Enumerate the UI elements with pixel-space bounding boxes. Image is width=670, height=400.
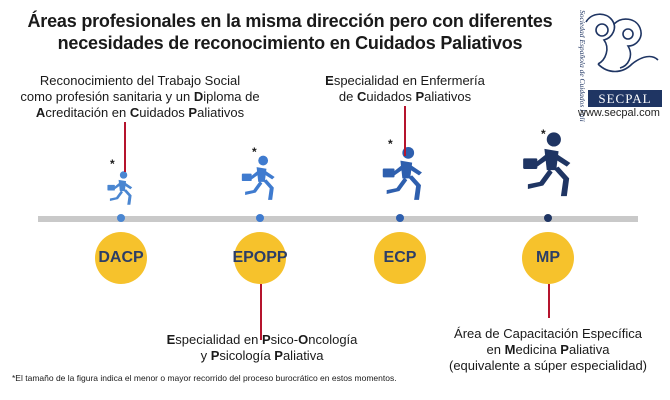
node-label-line: Especialidad en Enfermería (325, 73, 485, 89)
asterisk-mp: * (541, 127, 546, 141)
label-text: (equivalente a súper especialidad) (448, 358, 648, 373)
timeline-dot-epopp (256, 214, 264, 222)
asterisk-dacp: * (110, 157, 115, 171)
label-initial: E (166, 332, 176, 347)
node-label-line: Especialidad en Psico-Oncología (167, 332, 358, 348)
label-text: aliativos (424, 89, 472, 104)
label-initial: C (129, 105, 140, 120)
connector-line-mp (548, 284, 550, 318)
node-label-line: Acreditación en Cuidados Paliativos (20, 105, 259, 121)
label-initial: P (560, 342, 569, 357)
timeline-dot-ecp (396, 214, 404, 222)
label-initial: P (188, 105, 198, 120)
runner-icon-epopp (232, 154, 281, 203)
node-label-line: de Cuidados Paliativos (325, 89, 485, 105)
label-text: specialidad en Enfermería (333, 73, 485, 88)
label-text: Área de Capacitación Específica (454, 326, 642, 341)
timeline-dot-dacp (117, 214, 125, 222)
timeline-bar (38, 216, 638, 222)
node-label-line: Reconocimiento del Trabajo Social (20, 73, 259, 89)
label-text: edicina (515, 342, 561, 357)
node-label-line: como profesión sanitaria y un Diploma de (20, 89, 259, 105)
node-circle-dacp: DACP (95, 232, 147, 284)
node-label-line: y Psicología Paliativa (167, 348, 358, 364)
label-text: como profesión sanitaria y un (20, 89, 194, 104)
label-initial: A (35, 105, 46, 120)
title-line-1: Áreas profesionales en la misma direcció… (27, 11, 553, 31)
label-initial: C (356, 89, 367, 104)
label-text: uidados (366, 89, 416, 104)
logo-figure-1 (585, 13, 616, 65)
label-initial: E (325, 73, 334, 88)
node-circle-epopp: EPOPP (232, 232, 288, 284)
node-label-line: (equivalente a súper especialidad) (449, 358, 647, 374)
label-initial: P (262, 332, 271, 347)
label-text: de (338, 89, 357, 104)
logo-banner (588, 90, 662, 107)
label-text: ncología (308, 332, 358, 347)
label-text: iploma de (203, 89, 260, 104)
label-text: aliativa (282, 348, 324, 363)
label-text: uidados (139, 105, 189, 120)
node-circle-ecp: ECP (374, 232, 426, 284)
timeline-dot-mp (544, 214, 552, 222)
connector-line-dacp (124, 122, 126, 172)
runner-icon-dacp (100, 170, 137, 207)
label-text: sicología (219, 348, 275, 363)
label-initial: P (415, 89, 425, 104)
label-text: creditación en (45, 105, 130, 120)
label-initial: D (193, 89, 204, 104)
label-text: y (200, 348, 211, 363)
label-text: Reconocimiento del Trabajo Social (39, 73, 241, 88)
label-text: specialidad en (175, 332, 262, 347)
runner-icon-ecp (371, 145, 430, 204)
asterisk-epopp: * (252, 145, 257, 159)
label-text: aliativos (197, 105, 245, 120)
asterisk-ecp: * (388, 137, 393, 151)
page-title: Áreas profesionales en la misma direcció… (20, 10, 560, 54)
logo-embrace (597, 55, 659, 73)
footnote: *El tamaño de la figura indica el menor … (12, 373, 397, 383)
connector-line-ecp (404, 106, 406, 156)
node-label-line: Área de Capacitación Específica (449, 326, 647, 342)
title-line-2: necesidades de reconocimiento en Cuidado… (57, 33, 523, 53)
label-initial: P (274, 348, 283, 363)
label-initial: P (210, 348, 220, 363)
label-initial: M (504, 342, 516, 357)
logo-wordmark: SECPAL (598, 91, 651, 106)
logo-society-text: Sociedad Española de Cuidados Paliativos (578, 10, 587, 122)
label-text: en (486, 342, 505, 357)
logo-figure-2 (613, 18, 642, 69)
runner-icon-mp (509, 130, 580, 201)
node-label-line: en Medicina Paliativa (449, 342, 647, 358)
label-initial: O (298, 332, 309, 347)
label-text: aliativa (568, 342, 610, 357)
connector-line-epopp (260, 284, 262, 340)
logo-url: www.secpal.com (578, 107, 660, 119)
node-circle-mp: MP (522, 232, 574, 284)
label-text: sico- (270, 332, 299, 347)
secpal-logo: Sociedad Española de Cuidados Paliativos… (578, 10, 662, 122)
